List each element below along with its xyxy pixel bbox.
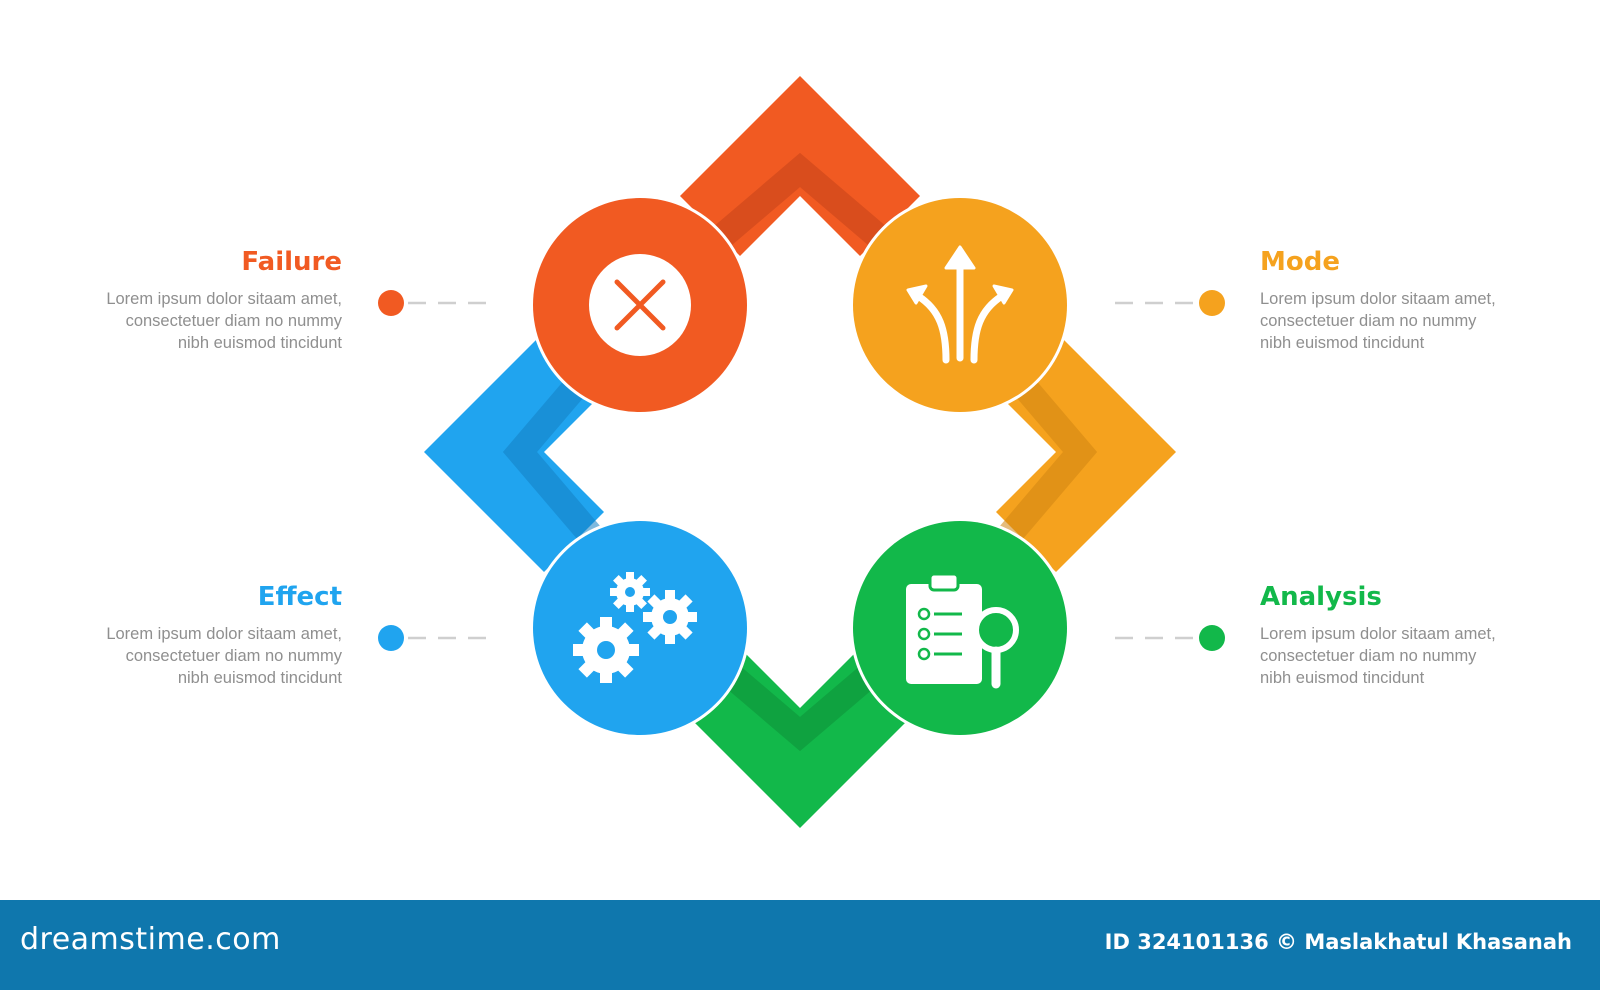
analysis-description: Lorem ipsum dolor sitaam amet, consectet…	[1260, 623, 1530, 689]
effect-node	[530, 518, 750, 738]
image-credit: ID 324101136 © Maslakhatul Khasanah	[1104, 930, 1572, 954]
mode-inner-shade	[995, 355, 1098, 549]
mode-connector	[1115, 290, 1225, 316]
analysis-connector	[1115, 625, 1225, 651]
diamond-cycle-diagram	[378, 76, 1225, 828]
mode-description-line: Lorem ipsum dolor sitaam amet,	[1260, 290, 1496, 308]
failure-description-line: nibh euismod tincidunt	[177, 334, 342, 352]
mode-dot	[1199, 290, 1225, 316]
dreamstime-logo: dreamstime.com	[20, 922, 281, 957]
effect-text-block: Effect Lorem ipsum dolor sitaam amet, co…	[72, 581, 342, 689]
effect-inner-shade	[502, 355, 605, 549]
split-arrows-icon	[906, 245, 1014, 364]
effect-connector	[378, 625, 490, 651]
analysis-description-line: consectetuer diam no nummy	[1260, 647, 1477, 665]
failure-text-block: Failure Lorem ipsum dolor sitaam amet, c…	[72, 246, 342, 354]
analysis-description-line: nibh euismod tincidunt	[1260, 669, 1425, 687]
failure-node	[530, 195, 750, 415]
mode-description-line: nibh euismod tincidunt	[1260, 334, 1425, 352]
analysis-inner-shade	[703, 649, 897, 752]
effect-dot	[378, 625, 404, 651]
stock-footer-bar: dreamstime.com ID 324101136 © Maslakhatu…	[0, 900, 1600, 990]
failure-description-line: Lorem ipsum dolor sitaam amet,	[106, 290, 342, 308]
mode-description-line: consectetuer diam no nummy	[1260, 312, 1477, 330]
effect-description-line: nibh euismod tincidunt	[177, 669, 342, 687]
effect-title: Effect	[257, 582, 342, 612]
gears-icon	[573, 572, 697, 683]
failure-title: Failure	[241, 247, 342, 277]
analysis-title: Analysis	[1260, 582, 1382, 612]
failure-connector	[378, 290, 490, 316]
analysis-text-block: Analysis Lorem ipsum dolor sitaam amet, …	[1260, 581, 1530, 689]
mode-title: Mode	[1260, 247, 1340, 277]
mode-text-block: Mode Lorem ipsum dolor sitaam amet, cons…	[1260, 246, 1530, 354]
failure-dot	[378, 290, 404, 316]
failure-inner-shade	[703, 152, 897, 255]
effect-description-line: Lorem ipsum dolor sitaam amet,	[106, 625, 342, 643]
effect-description: Lorem ipsum dolor sitaam amet, consectet…	[72, 623, 342, 689]
mode-node	[850, 195, 1070, 415]
analysis-node	[850, 518, 1070, 738]
mode-description: Lorem ipsum dolor sitaam amet, consectet…	[1260, 288, 1530, 354]
close-icon	[589, 254, 691, 356]
clipboard-search-icon	[906, 572, 1019, 689]
failure-description: Lorem ipsum dolor sitaam amet, consectet…	[72, 288, 342, 354]
effect-description-line: consectetuer diam no nummy	[125, 647, 342, 665]
failure-description-line: consectetuer diam no nummy	[125, 312, 342, 330]
analysis-description-line: Lorem ipsum dolor sitaam amet,	[1260, 625, 1496, 643]
analysis-dot	[1199, 625, 1225, 651]
